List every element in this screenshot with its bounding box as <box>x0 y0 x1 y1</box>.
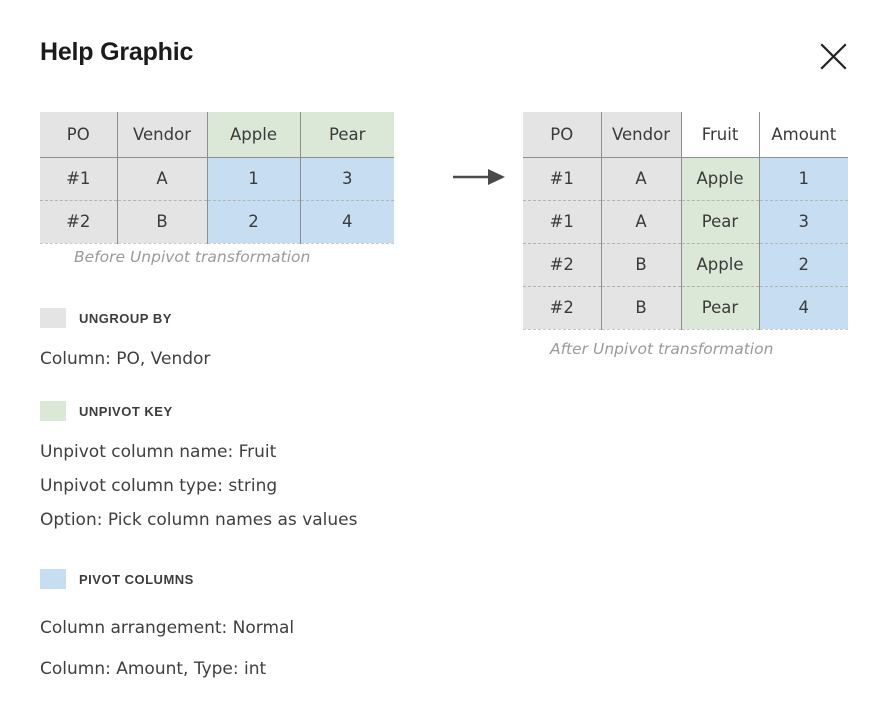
column-header-fruit: Fruit <box>681 112 760 158</box>
color-swatch-pivot-columns-icon <box>40 569 66 589</box>
detail-line-unpivot-column-name: Unpivot column name: Fruit <box>40 442 277 462</box>
legend-title-unpivot-key: UNPIVOT KEY <box>79 403 173 419</box>
legend-details-unpivot-key: Unpivot column name: Fruit Unpivot colum… <box>40 435 358 537</box>
cell-vendor: A <box>601 200 682 244</box>
page-title: Help Graphic <box>40 38 194 66</box>
legend-header-pivot-columns: PIVOT COLUMNS <box>40 569 294 589</box>
cell-amount: 2 <box>759 243 848 287</box>
after-table-caption: After Unpivot transformation <box>550 340 774 358</box>
cell-vendor: B <box>601 286 682 330</box>
cell-vendor: B <box>117 200 208 244</box>
before-unpivot-table: PO Vendor Apple Pear #1 A 1 3 #2 B 2 4 <box>40 112 394 244</box>
table-row: #1 A Apple 1 <box>523 157 848 201</box>
table-row: #1 A Pear 3 <box>523 200 848 244</box>
cell-fruit: Pear <box>681 200 760 244</box>
cell-fruit: Apple <box>681 157 760 201</box>
close-button[interactable] <box>818 41 849 72</box>
legend-header-ungroup-by: UNGROUP BY <box>40 308 210 328</box>
legend-details-ungroup-by: Column: PO, Vendor <box>40 342 210 376</box>
detail-line-column-type: Column: Amount, Type: int <box>40 659 267 679</box>
close-icon <box>818 41 849 72</box>
cell-pear: 3 <box>300 157 394 201</box>
legend-header-unpivot-key: UNPIVOT KEY <box>40 401 358 421</box>
legend-title-pivot-columns: PIVOT COLUMNS <box>79 571 194 587</box>
column-header-po: PO <box>523 112 602 158</box>
cell-vendor: B <box>601 243 682 287</box>
column-header-apple: Apple <box>207 112 301 158</box>
legend-details-pivot-columns: Column arrangement: Normal Column: Amoun… <box>40 608 294 690</box>
cell-po: #1 <box>523 157 602 201</box>
legend-block-ungroup-by: UNGROUP BY Column: PO, Vendor <box>40 308 210 376</box>
column-header-vendor: Vendor <box>601 112 682 158</box>
detail-line-column-arrangement: Column arrangement: Normal <box>40 618 295 638</box>
color-swatch-ungroup-by-icon <box>40 308 66 328</box>
cell-vendor: A <box>601 157 682 201</box>
cell-apple: 2 <box>207 200 301 244</box>
cell-fruit: Pear <box>681 286 760 330</box>
after-unpivot-table: PO Vendor Fruit Amount #1 A Apple 1 #1 A… <box>523 112 848 330</box>
cell-po: #1 <box>523 200 602 244</box>
legend-block-unpivot-key: UNPIVOT KEY Unpivot column name: Fruit U… <box>40 401 358 537</box>
cell-apple: 1 <box>207 157 301 201</box>
column-header-po: PO <box>40 112 118 158</box>
table-row: #1 A 1 3 <box>40 157 394 201</box>
cell-amount: 3 <box>759 200 848 244</box>
legend-block-pivot-columns: PIVOT COLUMNS Column arrangement: Normal… <box>40 569 294 690</box>
table-header-row: PO Vendor Apple Pear <box>40 112 394 158</box>
column-header-vendor: Vendor <box>117 112 208 158</box>
cell-pear: 4 <box>300 200 394 244</box>
detail-line-unpivot-option: Option: Pick column names as values <box>40 510 358 530</box>
cell-po: #2 <box>40 200 118 244</box>
table-header-row: PO Vendor Fruit Amount <box>523 112 848 158</box>
table-row: #2 B Pear 4 <box>523 286 848 330</box>
detail-line-unpivot-column-type: Unpivot column type: string <box>40 476 278 496</box>
detail-line-ungroup-column: Column: PO, Vendor <box>40 349 211 369</box>
table-row: #2 B 2 4 <box>40 200 394 244</box>
cell-fruit: Apple <box>681 243 760 287</box>
cell-po: #2 <box>523 243 602 287</box>
column-header-amount: Amount <box>759 112 848 158</box>
cell-amount: 4 <box>759 286 848 330</box>
cell-amount: 1 <box>759 157 848 201</box>
before-table-caption: Before Unpivot transformation <box>74 248 311 266</box>
column-header-pear: Pear <box>300 112 394 158</box>
legend-title-ungroup-by: UNGROUP BY <box>79 310 172 326</box>
arrow-right-icon <box>452 166 507 188</box>
cell-po: #2 <box>523 286 602 330</box>
cell-vendor: A <box>117 157 208 201</box>
cell-po: #1 <box>40 157 118 201</box>
color-swatch-unpivot-key-icon <box>40 401 66 421</box>
table-row: #2 B Apple 2 <box>523 243 848 287</box>
